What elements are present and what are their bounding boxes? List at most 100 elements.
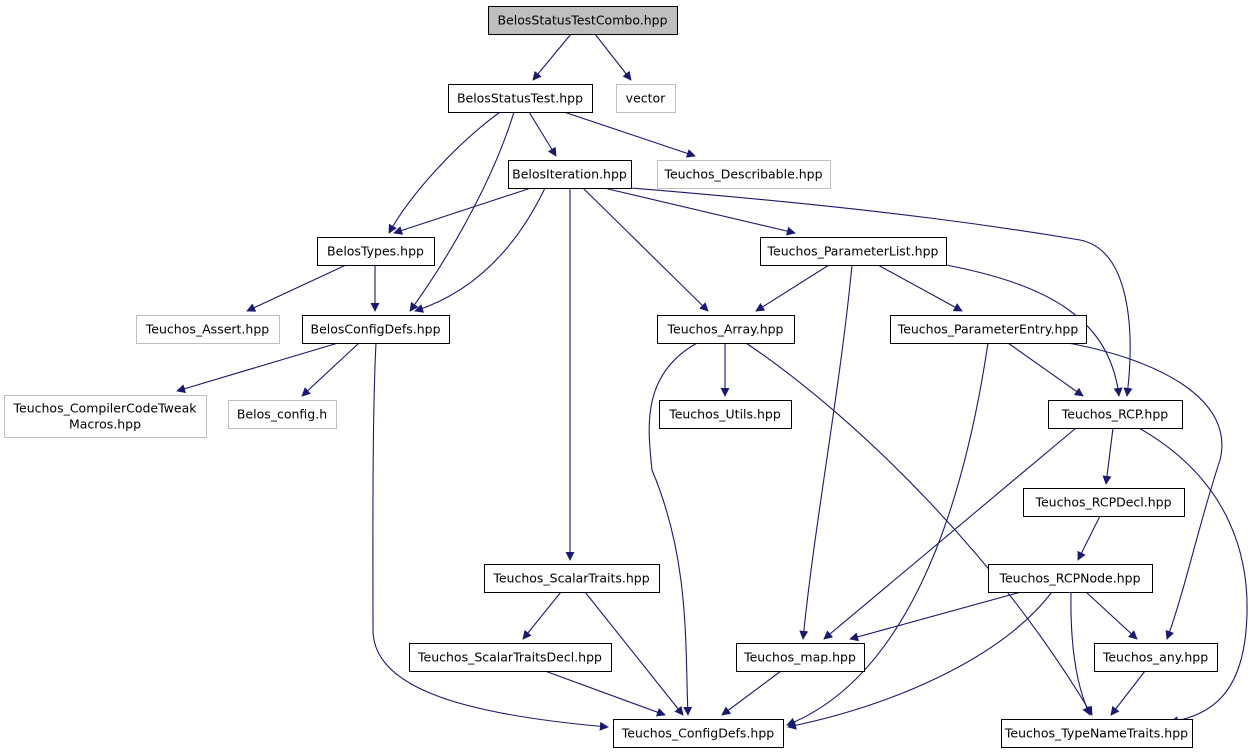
edge-iteration-to-paramlist — [603, 187, 796, 236]
node-box-array — [657, 315, 795, 344]
node-box-describable — [657, 160, 831, 189]
edge-configdefs-to-compilertweak — [176, 342, 339, 393]
node-box-rcpdecl — [1023, 488, 1185, 517]
node-label-any: Teuchos_any.hpp — [1102, 650, 1208, 665]
node-box-belosconfig — [228, 400, 337, 429]
edge-configdefs-to-tconfigdefs — [372, 342, 609, 731]
edge-paramentry-to-tconfigdefs — [786, 342, 989, 727]
node-label-belosconfig: Belos_config.h — [237, 407, 327, 422]
node-box-scalartraits — [484, 564, 660, 593]
edge-paramentry-to-any — [1067, 342, 1223, 640]
node-box-utils — [659, 400, 792, 429]
node-any[interactable]: Teuchos_any.hpp — [1094, 643, 1218, 672]
edge-statustest-to-describable — [563, 111, 696, 158]
node-rcpdecl[interactable]: Teuchos_RCPDecl.hpp — [1023, 488, 1185, 517]
edge-combo-to-statustest — [532, 33, 572, 81]
edge-rcpnode-to-any — [1085, 591, 1138, 640]
node-label-rcpnode: Teuchos_RCPNode.hpp — [998, 571, 1140, 586]
node-label-combo: BelosStatusTestCombo.hpp — [497, 13, 667, 28]
node-box-any — [1094, 643, 1218, 672]
edge-rcpdecl-to-rcpnode — [1077, 515, 1101, 561]
node-combo[interactable]: BelosStatusTestCombo.hpp — [488, 6, 678, 35]
edge-paramlist-to-rcp — [945, 264, 1123, 397]
node-rcpnode[interactable]: Teuchos_RCPNode.hpp — [988, 564, 1153, 593]
node-scalartraitsdecl[interactable]: Teuchos_ScalarTraitsDecl.hpp — [409, 643, 612, 672]
node-label-rcpdecl: Teuchos_RCPDecl.hpp — [1034, 495, 1171, 510]
node-label-utils: Teuchos_Utils.hpp — [668, 407, 781, 422]
node-paramentry[interactable]: Teuchos_ParameterEntry.hpp — [890, 315, 1087, 344]
edge-rcpnode-to-tconfigdefs — [787, 591, 1053, 730]
node-label-array: Teuchos_Array.hpp — [667, 322, 784, 337]
node-assert: Teuchos_Assert.hpp — [136, 315, 280, 344]
edge-rcp-to-rcpdecl — [1102, 427, 1114, 485]
edge-configdefs-to-belosconfig — [301, 342, 360, 397]
edge-statustest-to-types — [388, 111, 501, 234]
edge-rcpnode-to-map — [849, 591, 1022, 642]
node-box-vector — [616, 84, 676, 113]
edge-map-to-tconfigdefs — [721, 670, 782, 716]
node-layer: BelosStatusTestCombo.hppBelosStatusTest.… — [4, 6, 1218, 748]
node-label-scalartraitsdecl: Teuchos_ScalarTraitsDecl.hpp — [417, 650, 602, 665]
edge-combo-to-vector — [594, 33, 632, 81]
node-box-map — [736, 643, 865, 672]
node-box-iteration — [508, 160, 632, 189]
node-label-tconfigdefs: Teuchos_ConfigDefs.hpp — [621, 726, 774, 741]
edge-layer — [176, 33, 1248, 731]
node-array[interactable]: Teuchos_Array.hpp — [657, 315, 795, 344]
node-label-describable: Teuchos_Describable.hpp — [663, 167, 822, 182]
node-map[interactable]: Teuchos_map.hpp — [736, 643, 865, 672]
edge-array-to-typenametraits — [745, 342, 1093, 716]
edge-paramentry-to-rcp — [1007, 342, 1084, 397]
node-label-compilertweak-line-1: Macros.hpp — [69, 417, 141, 432]
node-paramlist[interactable]: Teuchos_ParameterList.hpp — [760, 237, 947, 266]
node-label-paramentry: Teuchos_ParameterEntry.hpp — [897, 322, 1079, 337]
node-configdefs[interactable]: BelosConfigDefs.hpp — [302, 315, 450, 344]
edge-any-to-typenametraits — [1110, 670, 1146, 716]
edge-statustest-to-iteration — [528, 111, 557, 157]
node-box-paramlist — [760, 237, 947, 266]
edge-rcp-to-typenametraits — [1138, 427, 1248, 726]
node-statustest[interactable]: BelosStatusTest.hpp — [448, 84, 593, 113]
node-utils[interactable]: Teuchos_Utils.hpp — [659, 400, 792, 429]
node-label-map: Teuchos_map.hpp — [743, 650, 856, 665]
node-belosconfig: Belos_config.h — [228, 400, 337, 429]
edge-iteration-to-configdefs — [414, 187, 546, 313]
node-rcp[interactable]: Teuchos_RCP.hpp — [1048, 400, 1183, 429]
node-label-paramlist: Teuchos_ParameterList.hpp — [767, 244, 939, 259]
node-types[interactable]: BelosTypes.hpp — [317, 237, 435, 266]
node-label-typenametraits: Teuchos_TypeNameTraits.hpp — [1004, 726, 1188, 741]
node-label-scalartraits: Teuchos_ScalarTraits.hpp — [492, 571, 649, 586]
node-label-statustest: BelosStatusTest.hpp — [457, 91, 583, 106]
node-tconfigdefs[interactable]: Teuchos_ConfigDefs.hpp — [613, 719, 784, 748]
edge-scalartraits-to-scalartraitsdecl — [522, 591, 562, 640]
edge-statustest-to-configdefs — [409, 111, 515, 312]
node-iteration[interactable]: BelosIteration.hpp — [508, 160, 632, 189]
edge-scalartraitsdecl-to-tconfigdefs — [544, 670, 666, 717]
node-label-rcp: Teuchos_RCP.hpp — [1061, 407, 1169, 422]
node-scalartraits[interactable]: Teuchos_ScalarTraits.hpp — [484, 564, 660, 593]
node-vector: vector — [616, 84, 676, 113]
node-box-statustest — [448, 84, 593, 113]
edge-paramlist-to-array — [755, 264, 830, 312]
node-box-rcpnode — [988, 564, 1153, 593]
node-box-typenametraits — [1001, 719, 1193, 748]
node-box-rcp — [1048, 400, 1183, 429]
edge-iteration-to-rcp — [630, 187, 1133, 397]
node-label-configdefs: BelosConfigDefs.hpp — [311, 322, 441, 337]
edge-scalartraits-to-tconfigdefs — [584, 591, 684, 716]
node-box-tconfigdefs — [613, 719, 784, 748]
node-box-paramentry — [890, 315, 1087, 344]
node-label-compilertweak-line-0: Teuchos_CompilerCodeTweak — [13, 401, 198, 416]
node-box-scalartraitsdecl — [409, 643, 612, 672]
edge-iteration-to-array — [582, 187, 709, 312]
node-box-assert — [136, 315, 280, 344]
node-typenametraits[interactable]: Teuchos_TypeNameTraits.hpp — [1001, 719, 1193, 748]
edge-rcpnode-to-typenametraits — [1070, 591, 1091, 716]
edge-paramlist-to-map — [799, 264, 853, 640]
node-box-compilertweak — [4, 395, 207, 438]
edge-array-to-tconfigdefs — [648, 342, 698, 716]
node-box-configdefs — [302, 315, 450, 344]
node-box-combo — [488, 6, 678, 35]
